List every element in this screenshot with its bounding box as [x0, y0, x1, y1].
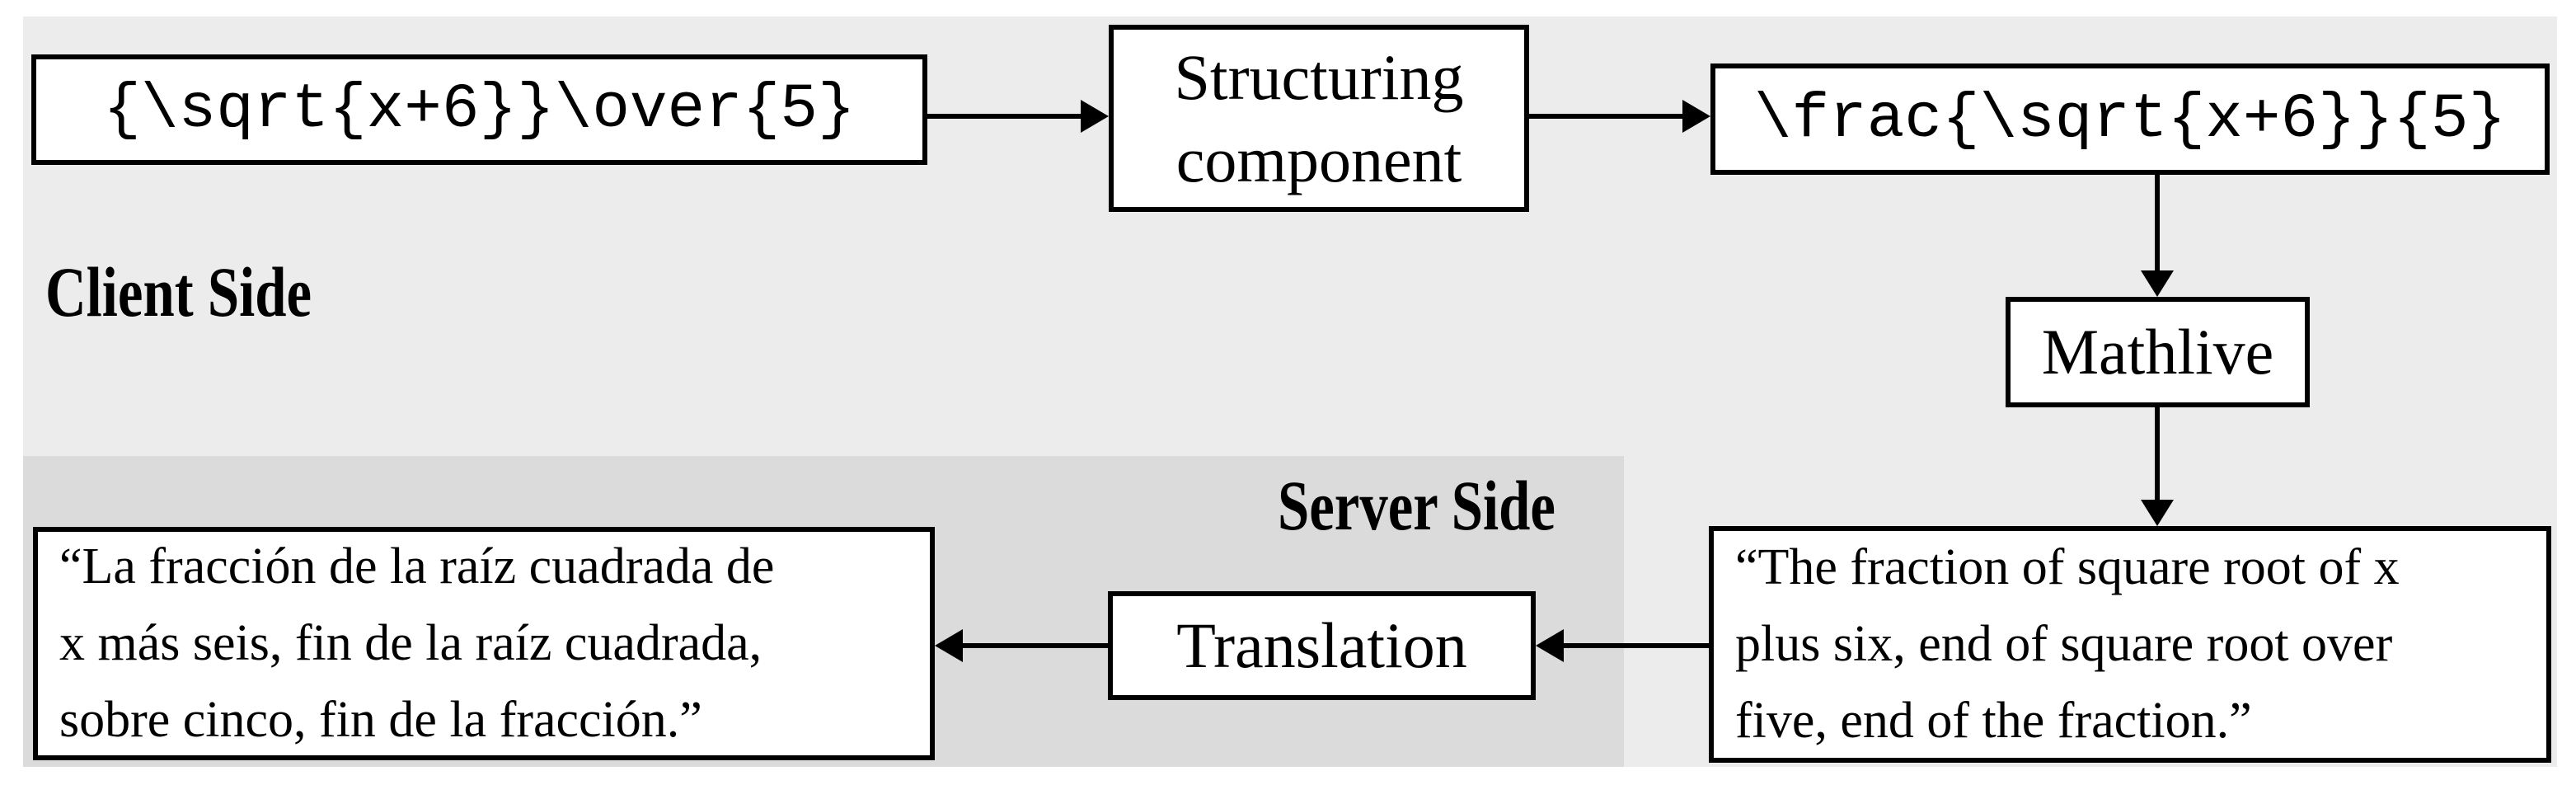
english-speech-line: plus six, end of square root over	[1735, 616, 2393, 672]
server-side-label: Server Side	[1278, 466, 1555, 545]
client-side-label: Client Side	[45, 252, 312, 331]
arrow-down-icon	[2141, 500, 2174, 526]
arrow-line	[1529, 114, 1682, 119]
arrow-left-icon	[1536, 629, 1564, 662]
spanish-speech-line: x más seis, fin de la raíz cuadrada,	[59, 615, 762, 671]
english-speech-text: “The fraction of square root of x plus s…	[1735, 529, 2400, 759]
arrow-down-icon	[2141, 270, 2174, 297]
spanish-speech-box: “La fracción de la raíz cuadrada de x má…	[33, 527, 935, 760]
arrow-line	[963, 643, 1108, 648]
structured-latex-box: \frac{\sqrt{x+6}}{5}	[1710, 63, 2550, 175]
spanish-speech-text: “La fracción de la raíz cuadrada de x má…	[59, 529, 774, 759]
arrow-right-icon	[1682, 100, 1710, 133]
arrow-line	[2155, 407, 2160, 500]
spanish-speech-line: sobre cinco, fin de la fracción.”	[59, 692, 702, 748]
arrow-right-icon	[1081, 100, 1109, 133]
english-speech-line: five, end of the fraction.”	[1735, 693, 2252, 749]
arrow-line	[1564, 643, 1709, 648]
spanish-speech-line: “La fracción de la raíz cuadrada de	[59, 538, 775, 595]
english-speech-box: “The fraction of square root of x plus s…	[1709, 526, 2551, 763]
structuring-component-box: Structuring component	[1109, 25, 1529, 212]
latex-input-box: {\sqrt{x+6}}\over{5}	[31, 54, 927, 165]
arrow-line	[927, 114, 1081, 119]
english-speech-line: “The fraction of square root of x	[1735, 539, 2400, 595]
arrow-line	[2155, 175, 2160, 270]
arrow-left-icon	[935, 629, 963, 662]
translation-box: Translation	[1108, 591, 1536, 700]
mathlive-box: Mathlive	[2006, 297, 2310, 407]
